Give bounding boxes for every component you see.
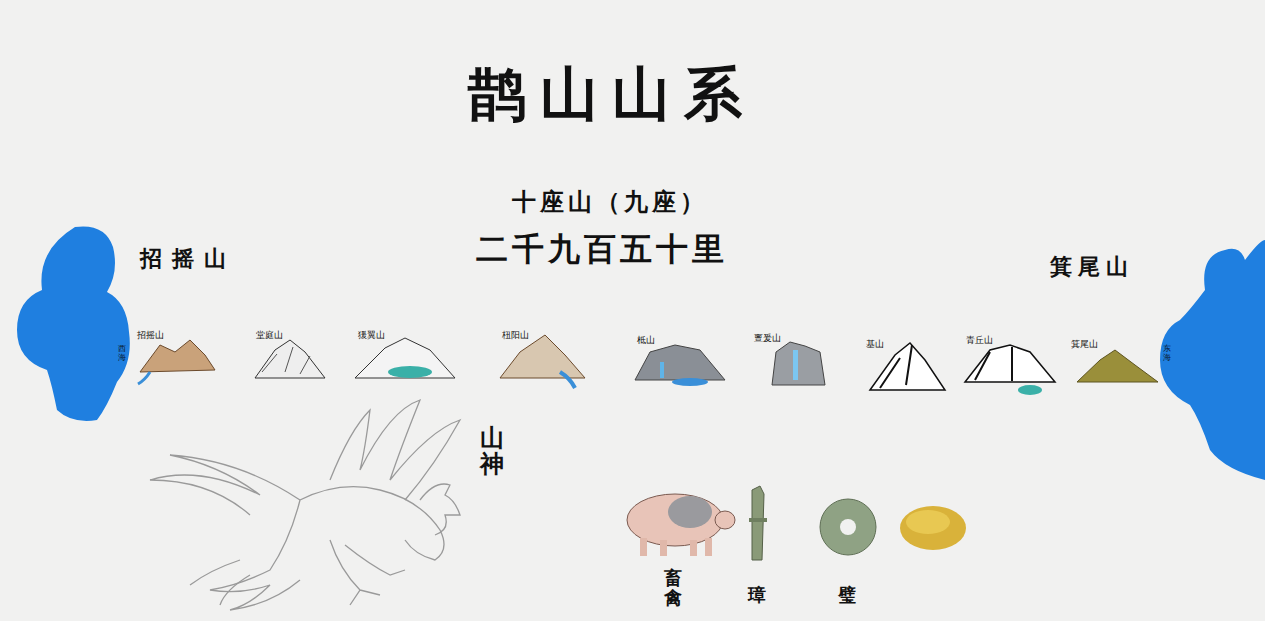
mountain-row	[138, 335, 1158, 395]
mountain-name: 青丘山	[966, 335, 993, 346]
bi-jade	[820, 499, 876, 555]
zhang-jade	[749, 486, 767, 560]
bi-label: 璧	[838, 584, 856, 606]
sea-name: 东海	[1163, 345, 1171, 363]
mountain-name: 箕尾山	[1071, 339, 1098, 350]
mountain-name: 基山	[866, 339, 884, 350]
livestock-label: 畜禽	[664, 568, 682, 608]
sea-shape	[15, 225, 137, 425]
pig-offering	[627, 494, 735, 556]
distance-total: 二千九百五十里	[476, 230, 728, 268]
mountain-count: 十座山（九座）	[512, 188, 708, 217]
east-sea: 东海	[1155, 240, 1265, 480]
sea-name: 西海	[118, 345, 126, 363]
sea-shape	[1155, 240, 1265, 480]
mountain-name: 招摇山	[137, 330, 164, 341]
diagram-title: 鹊山山系	[468, 60, 756, 130]
first-mountain: 招摇山	[140, 246, 236, 272]
mountain-name: 柢山	[637, 335, 655, 346]
mountain-god-label: 山神	[480, 425, 504, 478]
millet-pile	[900, 506, 966, 550]
zhang-label: 璋	[748, 584, 766, 606]
mountain-name: 堂庭山	[256, 330, 283, 341]
last-mountain: 箕尾山	[1050, 254, 1134, 280]
mountain-name: 亶爰山	[754, 333, 781, 344]
mountain-name: 杻阳山	[502, 330, 529, 341]
west-sea: 西海	[15, 225, 137, 425]
mountain-name: 猨翼山	[358, 330, 385, 341]
mountain-god-sketch	[150, 400, 460, 610]
